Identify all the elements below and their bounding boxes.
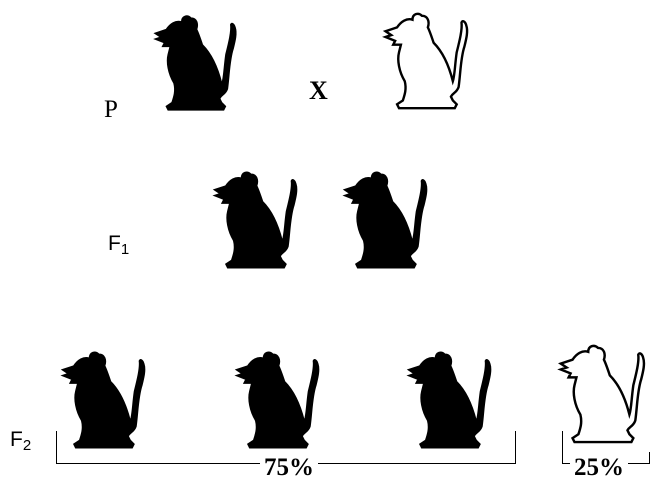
f1-generation-label: F1	[108, 232, 129, 256]
f2-generation-label: F2	[10, 428, 31, 452]
recessive-bracket-right	[649, 452, 650, 464]
black-mouse-icon	[208, 170, 298, 272]
black-mouse-icon	[148, 14, 238, 114]
cross-symbol: X	[309, 76, 328, 106]
recessive-ratio-label: 25%	[570, 455, 628, 481]
dominant-bracket-left	[56, 431, 57, 464]
black-mouse-icon	[402, 350, 492, 452]
black-mouse-icon	[338, 170, 428, 272]
black-mouse-icon	[56, 350, 146, 452]
dominant-bracket-right	[515, 431, 516, 464]
black-mouse-icon	[230, 350, 320, 452]
parental-generation-label: P	[104, 96, 118, 124]
white-mouse-icon	[554, 344, 646, 446]
white-mouse-icon	[378, 12, 470, 112]
recessive-bracket-left	[562, 431, 563, 464]
dominant-ratio-label: 75%	[260, 455, 318, 481]
